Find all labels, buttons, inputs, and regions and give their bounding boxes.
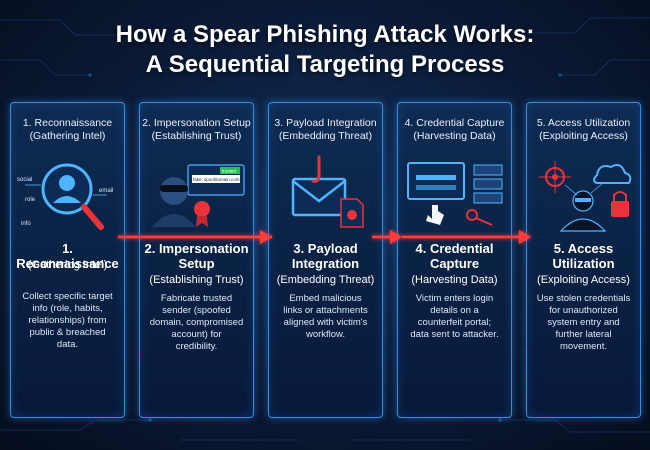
description-line: aligned with victim's [283,317,368,328]
icon-tag-role: role [25,197,36,203]
step-name: 5. Access Utilization [527,241,640,271]
step-header-title: 2. Impersonation Setup [142,117,251,129]
step-name-line: 2. Impersonation [144,241,249,256]
description-line: Use stolen credentials [536,293,631,304]
step-header: 5. Access Utilization (Exploiting Access… [527,117,640,143]
description-line: account) for [171,329,222,340]
step-header-subtitle: (Embedding Threat) [278,130,373,142]
description-line: movement. [560,341,607,352]
icon-tag-social: social [17,177,32,183]
envelope-hook-icon [291,155,364,228]
step-header-subtitle: (Gathering Intel) [29,130,106,142]
description-line: links or attachments [283,305,368,316]
step-header: 2. Impersonation Setup (Establishing Tru… [140,117,253,143]
step-name-line: Integration [291,256,360,271]
network-intrusion-icon [539,161,632,232]
step-card-reconnaissance: 1. Reconnaissance (Gathering Intel) soci… [10,102,125,418]
icon-tag-email: email [99,188,113,194]
step-card-impersonation-setup: 2. Impersonation Setup (Establishing Tru… [139,102,254,418]
step-header-title: 4. Credential Capture [404,117,505,129]
step-header-subtitle: (Harvesting Data) [413,130,496,142]
step-header-subtitle: (Establishing Trust) [151,130,242,142]
description-line: sender (spoofed [162,305,231,316]
step-name: 2. Impersonation Setup [140,241,253,271]
description-line: system entry and [547,317,620,328]
description-line: details on a [430,305,479,316]
step-name-line: Capture [429,256,480,271]
description-line: credibility. [175,341,218,352]
step-description: Embed malicious links or attachments ali… [275,293,376,341]
icon-tag-info: info [21,221,31,227]
description-line: data. [56,339,79,350]
fake-domain-tag: fake: spoofdomain.com [193,177,240,182]
description-line: for unauthorized [549,305,618,316]
description-line: domain, compromised [149,317,244,328]
masked-hacker-icon: fake: spoofdomain.com trusted [152,164,245,227]
step-header-title: 1. Reconnaissance [22,117,113,129]
step-header-subtitle: (Exploiting Access) [539,130,628,142]
description-line: workflow. [305,329,346,340]
description-line: counterfeit portal; [417,317,492,328]
step-subtitle: (Exploiting Access) [537,274,630,286]
step-header: 3. Payload Integration (Embedding Threat… [269,117,382,143]
step-card-access-utilization: 5. Access Utilization (Exploiting Access… [526,102,641,418]
description-line: Victim enters login [415,293,494,304]
step-name: 3. Payload Integration [269,241,382,271]
description-line: Collect specific target [22,291,113,302]
step-card-payload-integration: 3. Payload Integration (Embedding Threat… [268,102,383,418]
step-subtitle: (Gathering Intel) [27,259,108,271]
step-header-title: 3. Payload Integration [274,117,377,129]
step-name: 1. Reconnaissance [11,241,124,271]
step-header: 1. Reconnaissance (Gathering Intel) [11,117,124,143]
step-name-line: 1. Reconnaissance [16,241,119,271]
step-name-line: 4. Credential [415,241,494,256]
step-name-line: Setup [178,256,215,271]
magnifier-profile-icon: social role email info [17,163,113,230]
step-card-credential-capture: 4. Credential Capture (Harvesting Data) … [397,102,512,418]
description-line: further lateral [555,329,612,340]
step-name-line: Utilization [552,256,615,271]
step-subtitle: (Embedding Threat) [276,274,375,286]
login-portal-icon [407,162,503,226]
description-line: data sent to attacker. [410,329,499,340]
step-header: 4. Credential Capture (Harvesting Data) [398,117,511,143]
page-title-line-2: A Sequential Targeting Process [145,51,505,78]
description-line: relationships) from [28,315,107,326]
step-description: Fabricate trusted sender (spoofed domain… [146,293,247,353]
step-name-line: 5. Access [553,241,614,256]
description-line: public & breached [29,327,106,338]
step-description: Collect specific target info (role, habi… [17,291,118,351]
trusted-tag: trusted [222,169,236,174]
step-name-line: 3. Payload [293,241,358,256]
step-description: Victim enters login details on a counter… [404,293,505,341]
description-line: Embed malicious [289,293,362,304]
step-name: 4. Credential Capture [398,241,511,271]
step-subtitle: (Establishing Trust) [149,274,244,286]
description-line: info (role, habits, [32,303,103,314]
step-subtitle: (Harvesting Data) [411,274,498,286]
step-description: Use stolen credentials for unauthorized … [533,293,634,353]
description-line: Fabricate trusted [160,293,233,304]
step-header-title: 5. Access Utilization [536,117,631,129]
page-title-line-1: How a Spear Phishing Attack Works: [115,21,535,48]
